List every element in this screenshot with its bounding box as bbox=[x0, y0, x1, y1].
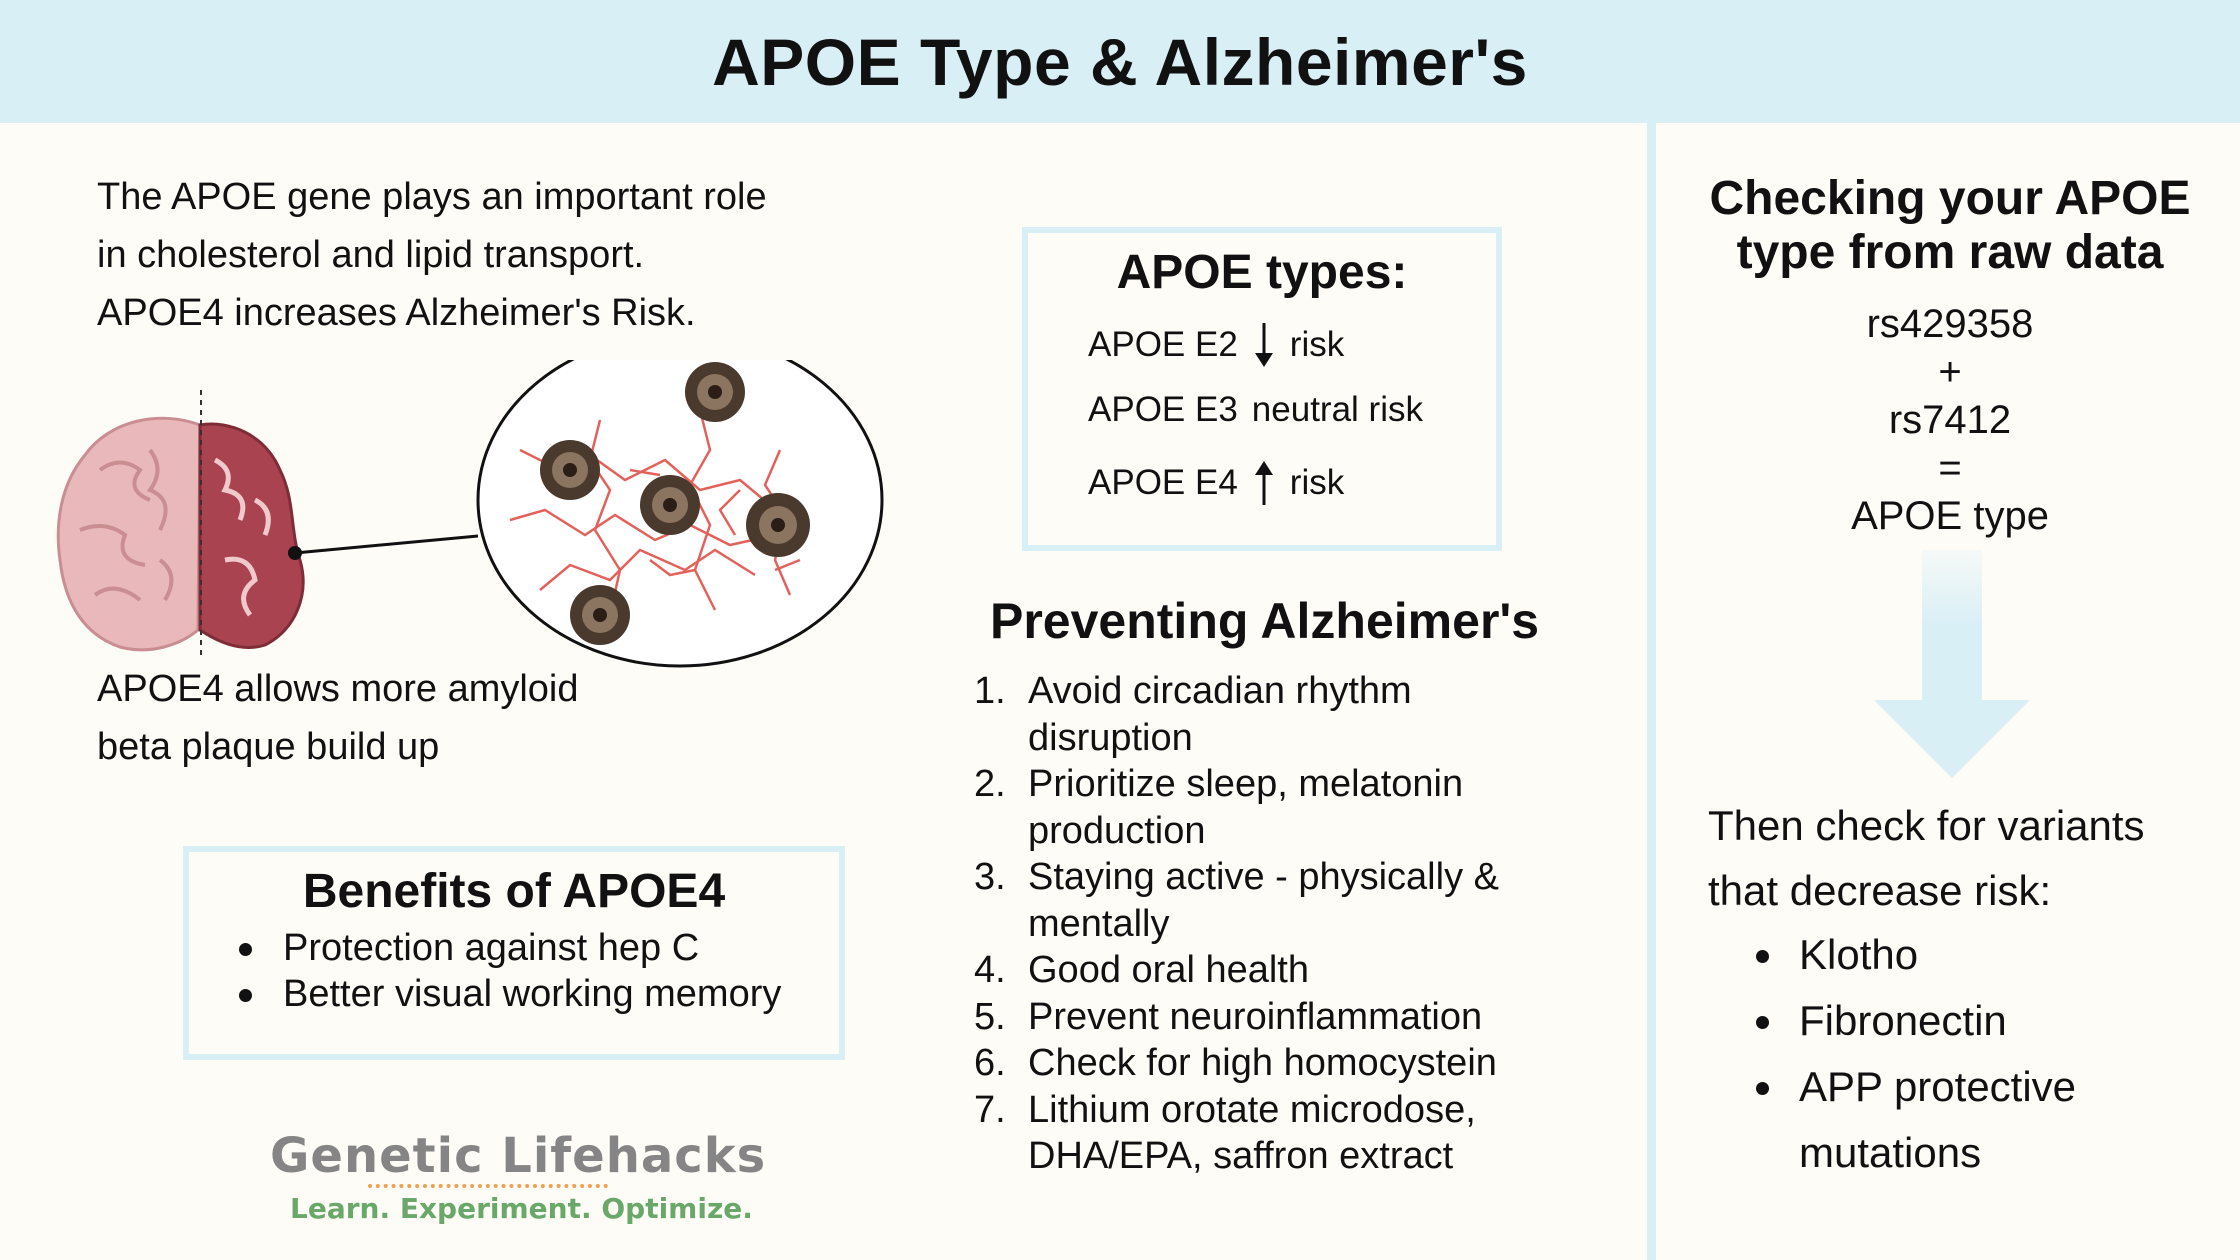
variants-intro-line: that decrease risk: bbox=[1708, 867, 2052, 914]
formula-part: rs7412 bbox=[1888, 398, 2012, 442]
item-number: 5. bbox=[974, 995, 1006, 1038]
list-item: Protection against hep C bbox=[239, 925, 839, 971]
amyloid-line: beta plaque build up bbox=[97, 726, 440, 768]
item-number: 1. bbox=[974, 670, 1006, 712]
logo: Genetic Lifehacks Learn. Experiment. Opt… bbox=[270, 1128, 770, 1225]
item-line: DHA/EPA, saffron extract bbox=[1028, 1135, 1454, 1177]
variant-line: Klotho bbox=[1799, 931, 1919, 978]
item-line: production bbox=[1028, 809, 1206, 852]
item-line: Good oral health bbox=[1028, 949, 1309, 991]
list-item: Better visual working memory bbox=[239, 971, 839, 1017]
item-line: disruption bbox=[1028, 716, 1193, 759]
list-item: Klotho bbox=[1748, 922, 2208, 988]
bullet-icon bbox=[239, 943, 252, 956]
apoe-type-row: APOE E3 neutral risk bbox=[1088, 390, 1423, 430]
logo-name: Genetic Lifehacks bbox=[270, 1128, 767, 1184]
variant-line: Fibronectin bbox=[1799, 997, 2007, 1044]
apoe-type-risk: risk bbox=[1289, 463, 1345, 502]
formula-part: + bbox=[1938, 350, 1962, 394]
list-item: Fibronectin bbox=[1748, 988, 2208, 1054]
benefit-text: Protection against hep C bbox=[283, 927, 700, 969]
amyloid-caption: APOE4 allows more amyloid beta plaque bu… bbox=[97, 660, 697, 776]
column-divider bbox=[1647, 123, 1656, 1260]
item-line: mentally bbox=[1028, 902, 1170, 945]
list-item: 3. Staying active - physically & mentall… bbox=[974, 854, 1574, 947]
bullet-icon bbox=[1756, 1082, 1769, 1095]
list-item: 4. Good oral health bbox=[974, 947, 1574, 994]
logo-divider bbox=[368, 1184, 608, 1190]
formula-part: APOE type bbox=[1851, 494, 2049, 538]
amyloid-plaque-icon bbox=[476, 360, 884, 668]
intro-line: The APOE gene plays an important role bbox=[97, 176, 767, 218]
apoe-type-row: APOE E2 risk bbox=[1088, 321, 1344, 369]
bullet-icon bbox=[1756, 950, 1769, 963]
list-item: 5. Prevent neuroinflammation bbox=[974, 994, 1574, 1041]
checking-title: Checking your APOE type from raw data bbox=[1680, 172, 2220, 280]
apoe-type-risk: neutral risk bbox=[1251, 390, 1423, 429]
brain-icon bbox=[56, 390, 305, 660]
apoe-type-name: APOE E2 bbox=[1088, 325, 1238, 364]
logo-tagline: Learn. Experiment. Optimize. bbox=[290, 1192, 753, 1225]
variant-line: APP protective bbox=[1799, 1063, 2077, 1110]
item-number: 3. bbox=[974, 856, 1006, 898]
header-banner: APOE Type & Alzheimer's bbox=[0, 0, 2240, 123]
item-line: Staying active - physically & bbox=[1028, 856, 1499, 898]
item-line: Prioritize sleep, melatonin bbox=[1028, 763, 1464, 805]
apoe-type-row: APOE E4 risk bbox=[1088, 459, 1344, 507]
benefit-text: Better visual working memory bbox=[283, 973, 782, 1015]
intro-line: APOE4 increases Alzheimer's Risk. bbox=[97, 292, 696, 334]
checking-title-line: type from raw data bbox=[1736, 226, 2164, 279]
item-number: 4. bbox=[974, 949, 1006, 991]
item-number: 6. bbox=[974, 1042, 1006, 1084]
intro-text: The APOE gene plays an important role in… bbox=[97, 168, 837, 342]
item-line: Prevent neuroinflammation bbox=[1028, 995, 1483, 1038]
amyloid-line: APOE4 allows more amyloid bbox=[97, 668, 579, 710]
item-number: 7. bbox=[974, 1088, 1006, 1131]
formula-part: = bbox=[1938, 446, 1962, 490]
variants-list: Klotho Fibronectin APP protective mutatio… bbox=[1748, 922, 2208, 1186]
preventing-title: Preventing Alzheimer's bbox=[990, 593, 1540, 649]
variants-intro: Then check for variants that decrease ri… bbox=[1708, 793, 2228, 923]
benefits-box: Benefits of APOE4 Protection against hep… bbox=[183, 846, 845, 1060]
list-item: 6. Check for high homocystein bbox=[974, 1040, 1574, 1087]
arrow-down-icon bbox=[1254, 323, 1273, 367]
item-line: Avoid circadian rhythm bbox=[1028, 670, 1412, 712]
apoe-types-title: APOE types: bbox=[1116, 246, 1408, 299]
bullet-icon bbox=[1756, 1016, 1769, 1029]
item-line: Lithium orotate microdose, bbox=[1028, 1088, 1476, 1131]
brain-plaque-illustration bbox=[56, 360, 884, 668]
arrow-down-icon bbox=[1874, 550, 2030, 778]
list-item: 1. Avoid circadian rhythm disruption bbox=[974, 668, 1574, 761]
page-title: APOE Type & Alzheimer's bbox=[712, 24, 1528, 99]
apoe-type-name: APOE E3 bbox=[1088, 390, 1238, 429]
item-line: Check for high homocystein bbox=[1028, 1042, 1497, 1084]
apoe-type-risk: risk bbox=[1289, 325, 1345, 364]
apoe-formula: rs429358 + rs7412 = APOE type bbox=[1680, 300, 2220, 540]
variants-intro-line: Then check for variants bbox=[1708, 802, 2145, 849]
list-item: 2. Prioritize sleep, melatonin productio… bbox=[974, 761, 1574, 854]
apoe-types-box: APOE types: APOE E2 risk APOE E3 neutral… bbox=[1022, 227, 1502, 551]
item-number: 2. bbox=[974, 763, 1006, 805]
preventing-list: 1. Avoid circadian rhythm disruption 2. … bbox=[974, 668, 1574, 1180]
checking-title-line: Checking your APOE bbox=[1709, 172, 2191, 225]
benefits-title: Benefits of APOE4 bbox=[302, 865, 726, 918]
list-item: APP protective mutations bbox=[1748, 1054, 2208, 1186]
arrow-up-icon bbox=[1254, 461, 1273, 505]
benefits-list: Protection against hep C Better visual w… bbox=[189, 925, 839, 1017]
intro-line: in cholesterol and lipid transport. bbox=[97, 234, 645, 276]
variant-line: mutations bbox=[1799, 1129, 1982, 1176]
formula-part: rs429358 bbox=[1866, 302, 2034, 346]
bullet-icon bbox=[239, 989, 252, 1002]
apoe-type-name: APOE E4 bbox=[1088, 463, 1238, 502]
list-item: 7. Lithium orotate microdose, DHA/EPA, s… bbox=[974, 1087, 1574, 1180]
